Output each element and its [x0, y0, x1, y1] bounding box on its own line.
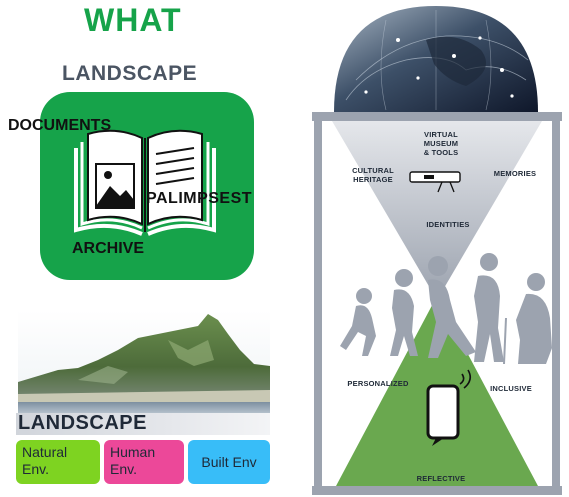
cultural-line1: CULTURAL [352, 166, 394, 175]
landscape-banner [16, 413, 270, 435]
human-env-box: Human Env. [104, 440, 184, 484]
landscape-banner-label: LANDSCAPE [18, 412, 147, 434]
what-title: WHAT [84, 2, 182, 38]
open-book-icon [74, 129, 216, 236]
human-env-line1: Human [110, 444, 156, 460]
archive-label: ARCHIVE [72, 240, 145, 257]
people-silhouettes [340, 253, 552, 365]
personalized-label: PERSONALIZED [347, 379, 409, 388]
cultural-line2: HERITAGE [353, 175, 393, 184]
smartphone-icon [426, 369, 472, 446]
virtual-line3: & TOOLS [423, 148, 459, 157]
memories-label: MEMORIES [493, 169, 537, 178]
virtual-museum-label: VIRTUAL MUSEUM & TOOLS [416, 130, 466, 157]
cultural-heritage-label: CULTURAL HERITAGE [346, 166, 400, 184]
landscape-subtitle: LANDSCAPE [62, 62, 198, 85]
virtual-line1: VIRTUAL [424, 130, 458, 139]
frame-top-bar [312, 112, 562, 121]
human-env-line2: Env. [110, 461, 137, 477]
natural-env-line1: Natural [22, 444, 68, 460]
reflective-label: REFLECTIVE [416, 474, 466, 483]
built-env-label: Built Env [201, 453, 257, 470]
built-env-box: Built Env [188, 440, 270, 484]
vr-device-icon [409, 171, 461, 183]
natural-env-line2: Env. [22, 461, 49, 477]
documents-label: DOCUMENTS [8, 117, 112, 134]
inclusive-label: INCLUSIVE [490, 384, 532, 393]
hourglass-diagram [312, 6, 562, 495]
virtual-line2: MUSEUM [423, 139, 459, 148]
landscape-photo [18, 310, 270, 414]
frame-bottom-bar [312, 486, 562, 495]
frame-left-post [314, 121, 322, 493]
top-cone [332, 121, 542, 300]
frame-right-post [552, 121, 560, 493]
palimpsest-label: PALIMPSEST [146, 190, 253, 207]
identities-label: IDENTITIES [426, 220, 470, 229]
natural-env-box: Natural Env. [16, 440, 100, 484]
